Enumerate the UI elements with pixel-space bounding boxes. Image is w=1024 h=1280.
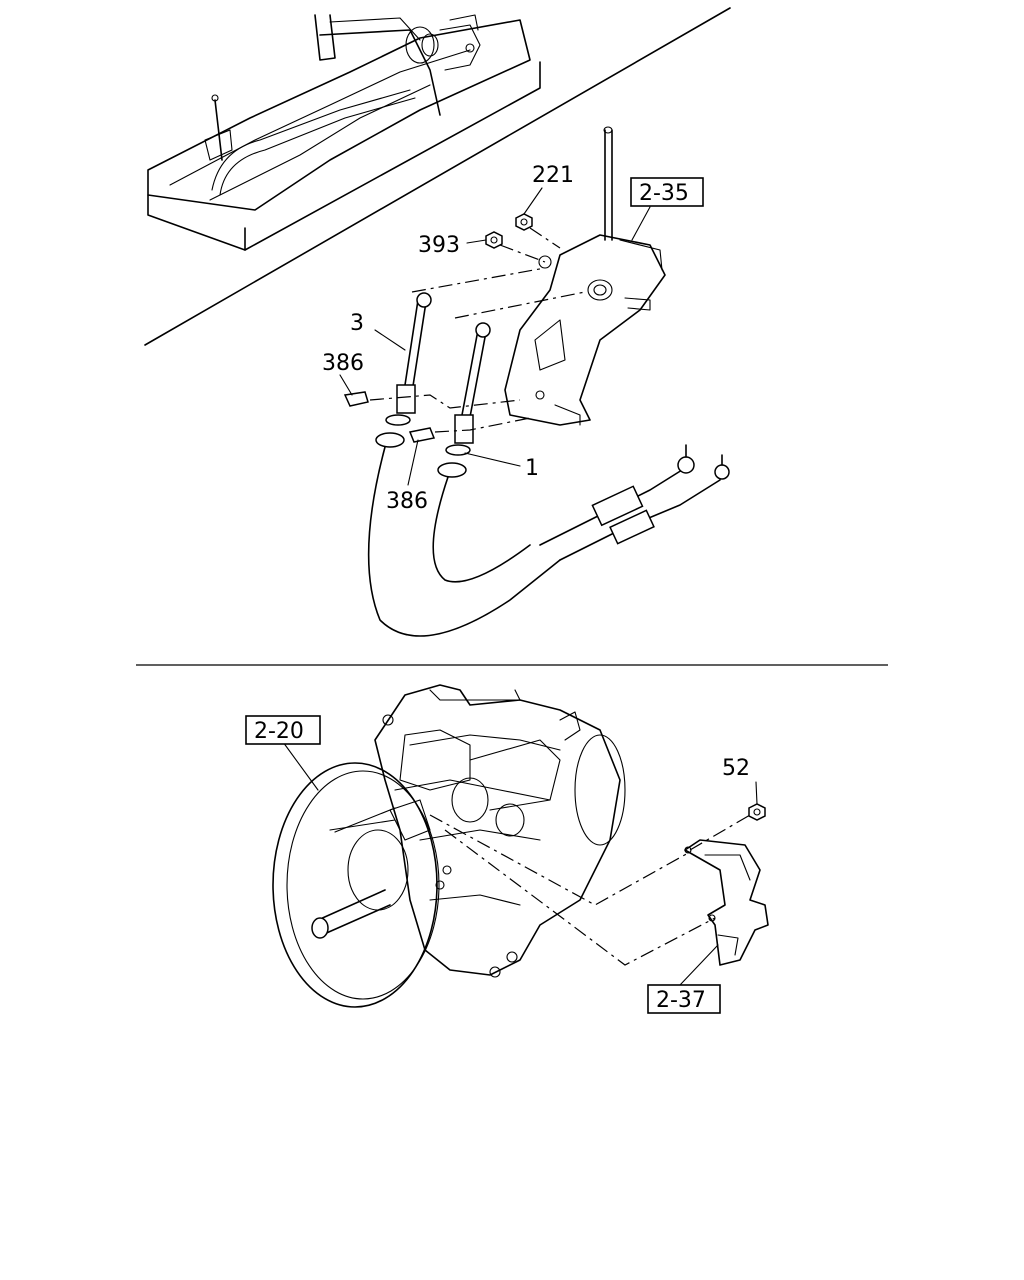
ref-box-2-20[interactable]: 2-20 (245, 715, 321, 745)
chassis-frame-inset (144, 7, 731, 346)
bottom-assembly-dashed-lines (429, 814, 751, 966)
bottom-leader-lines (282, 741, 758, 986)
shift-cables (343, 292, 730, 637)
callout-393: 393 (418, 233, 460, 258)
ref-box-2-35[interactable]: 2-35 (630, 177, 704, 207)
callout-1: 1 (525, 456, 539, 481)
nut-393-part (485, 231, 503, 249)
ref-2-37-label: 2-37 (656, 988, 706, 1013)
top-leader-lines (339, 187, 651, 486)
callout-52: 52 (722, 756, 750, 781)
ref-2-20-label: 2-20 (254, 719, 304, 744)
mounting-bracket (684, 839, 769, 966)
callout-386-upper: 386 (322, 351, 364, 376)
transmission-assembly (272, 684, 626, 1008)
ref-2-35-label: 2-35 (639, 181, 689, 206)
nut-221-part (515, 213, 533, 231)
nut-52-part (748, 803, 766, 821)
shift-lever-assembly (504, 126, 666, 426)
ref-box-2-37[interactable]: 2-37 (647, 984, 721, 1014)
callout-386-lower: 386 (386, 489, 428, 514)
top-assembly-dashed-lines (369, 227, 586, 433)
callout-221: 221 (532, 163, 574, 188)
callout-3: 3 (350, 311, 364, 336)
